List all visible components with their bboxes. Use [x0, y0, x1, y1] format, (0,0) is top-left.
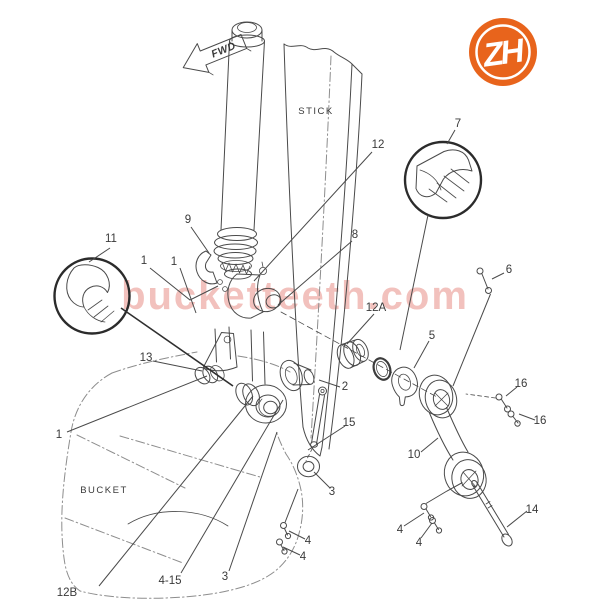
logo-circle: [469, 18, 537, 86]
callout-leaders: [66, 129, 536, 587]
bolt-14: [471, 479, 513, 547]
seal-5: [391, 366, 418, 407]
callout-16b: 16: [534, 415, 547, 427]
bolts-4-bucket: [276, 488, 299, 555]
callout-1b: 1: [171, 256, 177, 268]
callout-6: 6: [506, 264, 512, 276]
stick-label: STICK: [298, 106, 333, 117]
detail-circle-7: [399, 140, 483, 351]
callout-12: 12: [372, 139, 385, 151]
callout-4b: 4: [416, 537, 423, 549]
callout-4d: 4: [300, 551, 307, 563]
callout-12b: 12B: [57, 587, 78, 599]
rod-clamp: [195, 250, 218, 285]
hydraulic-cylinder: [195, 21, 282, 319]
callout-16a: 16: [515, 378, 528, 390]
callout-4a: 4: [397, 524, 404, 536]
bolts-16: [465, 393, 521, 427]
bucket-outline: BUCKET: [61, 351, 304, 599]
callout-15: 15: [343, 417, 356, 429]
callout-3a: 3: [329, 486, 335, 498]
o-ring: [372, 357, 392, 381]
rod-end-boss: [227, 273, 264, 319]
callout-13: 13: [140, 352, 153, 364]
callout-12a: 12A: [366, 302, 387, 314]
callout-3b: 3: [222, 571, 228, 583]
callout-10: 10: [408, 449, 421, 461]
callout-2: 2: [342, 381, 348, 393]
stick-outline: STICK: [283, 43, 363, 457]
bushing-12a: [336, 338, 369, 369]
pin-13: [194, 365, 225, 385]
callout-labels: 11 9 1 1 12 7 8 6 12A 5 2 15 13 1 10 16 …: [56, 118, 547, 599]
pin-8: [253, 287, 282, 313]
callout-7: 7: [455, 118, 461, 130]
link-assembly-10: [418, 374, 487, 499]
callout-8: 8: [352, 229, 358, 241]
bolts-4-link: [420, 482, 463, 534]
bucket-ear-and-pins: [194, 326, 320, 478]
bucket-label: BUCKET: [80, 485, 128, 496]
detail-circle-11: [53, 257, 234, 387]
callout-4-15: 4-15: [158, 575, 181, 587]
callout-1c: 1: [56, 429, 62, 441]
pin-retainer-2: [279, 359, 315, 392]
callout-5: 5: [429, 330, 435, 342]
logo-zh: ZH: [469, 18, 537, 86]
bolt-15: [305, 386, 327, 462]
exploded-axis-line: [280, 311, 438, 398]
callout-4c: 4: [305, 535, 312, 547]
callout-1a: 1: [141, 255, 147, 267]
callout-14: 14: [526, 504, 539, 516]
callout-9: 9: [185, 214, 191, 226]
callout-11: 11: [105, 233, 117, 245]
bolt-6: [452, 267, 492, 387]
